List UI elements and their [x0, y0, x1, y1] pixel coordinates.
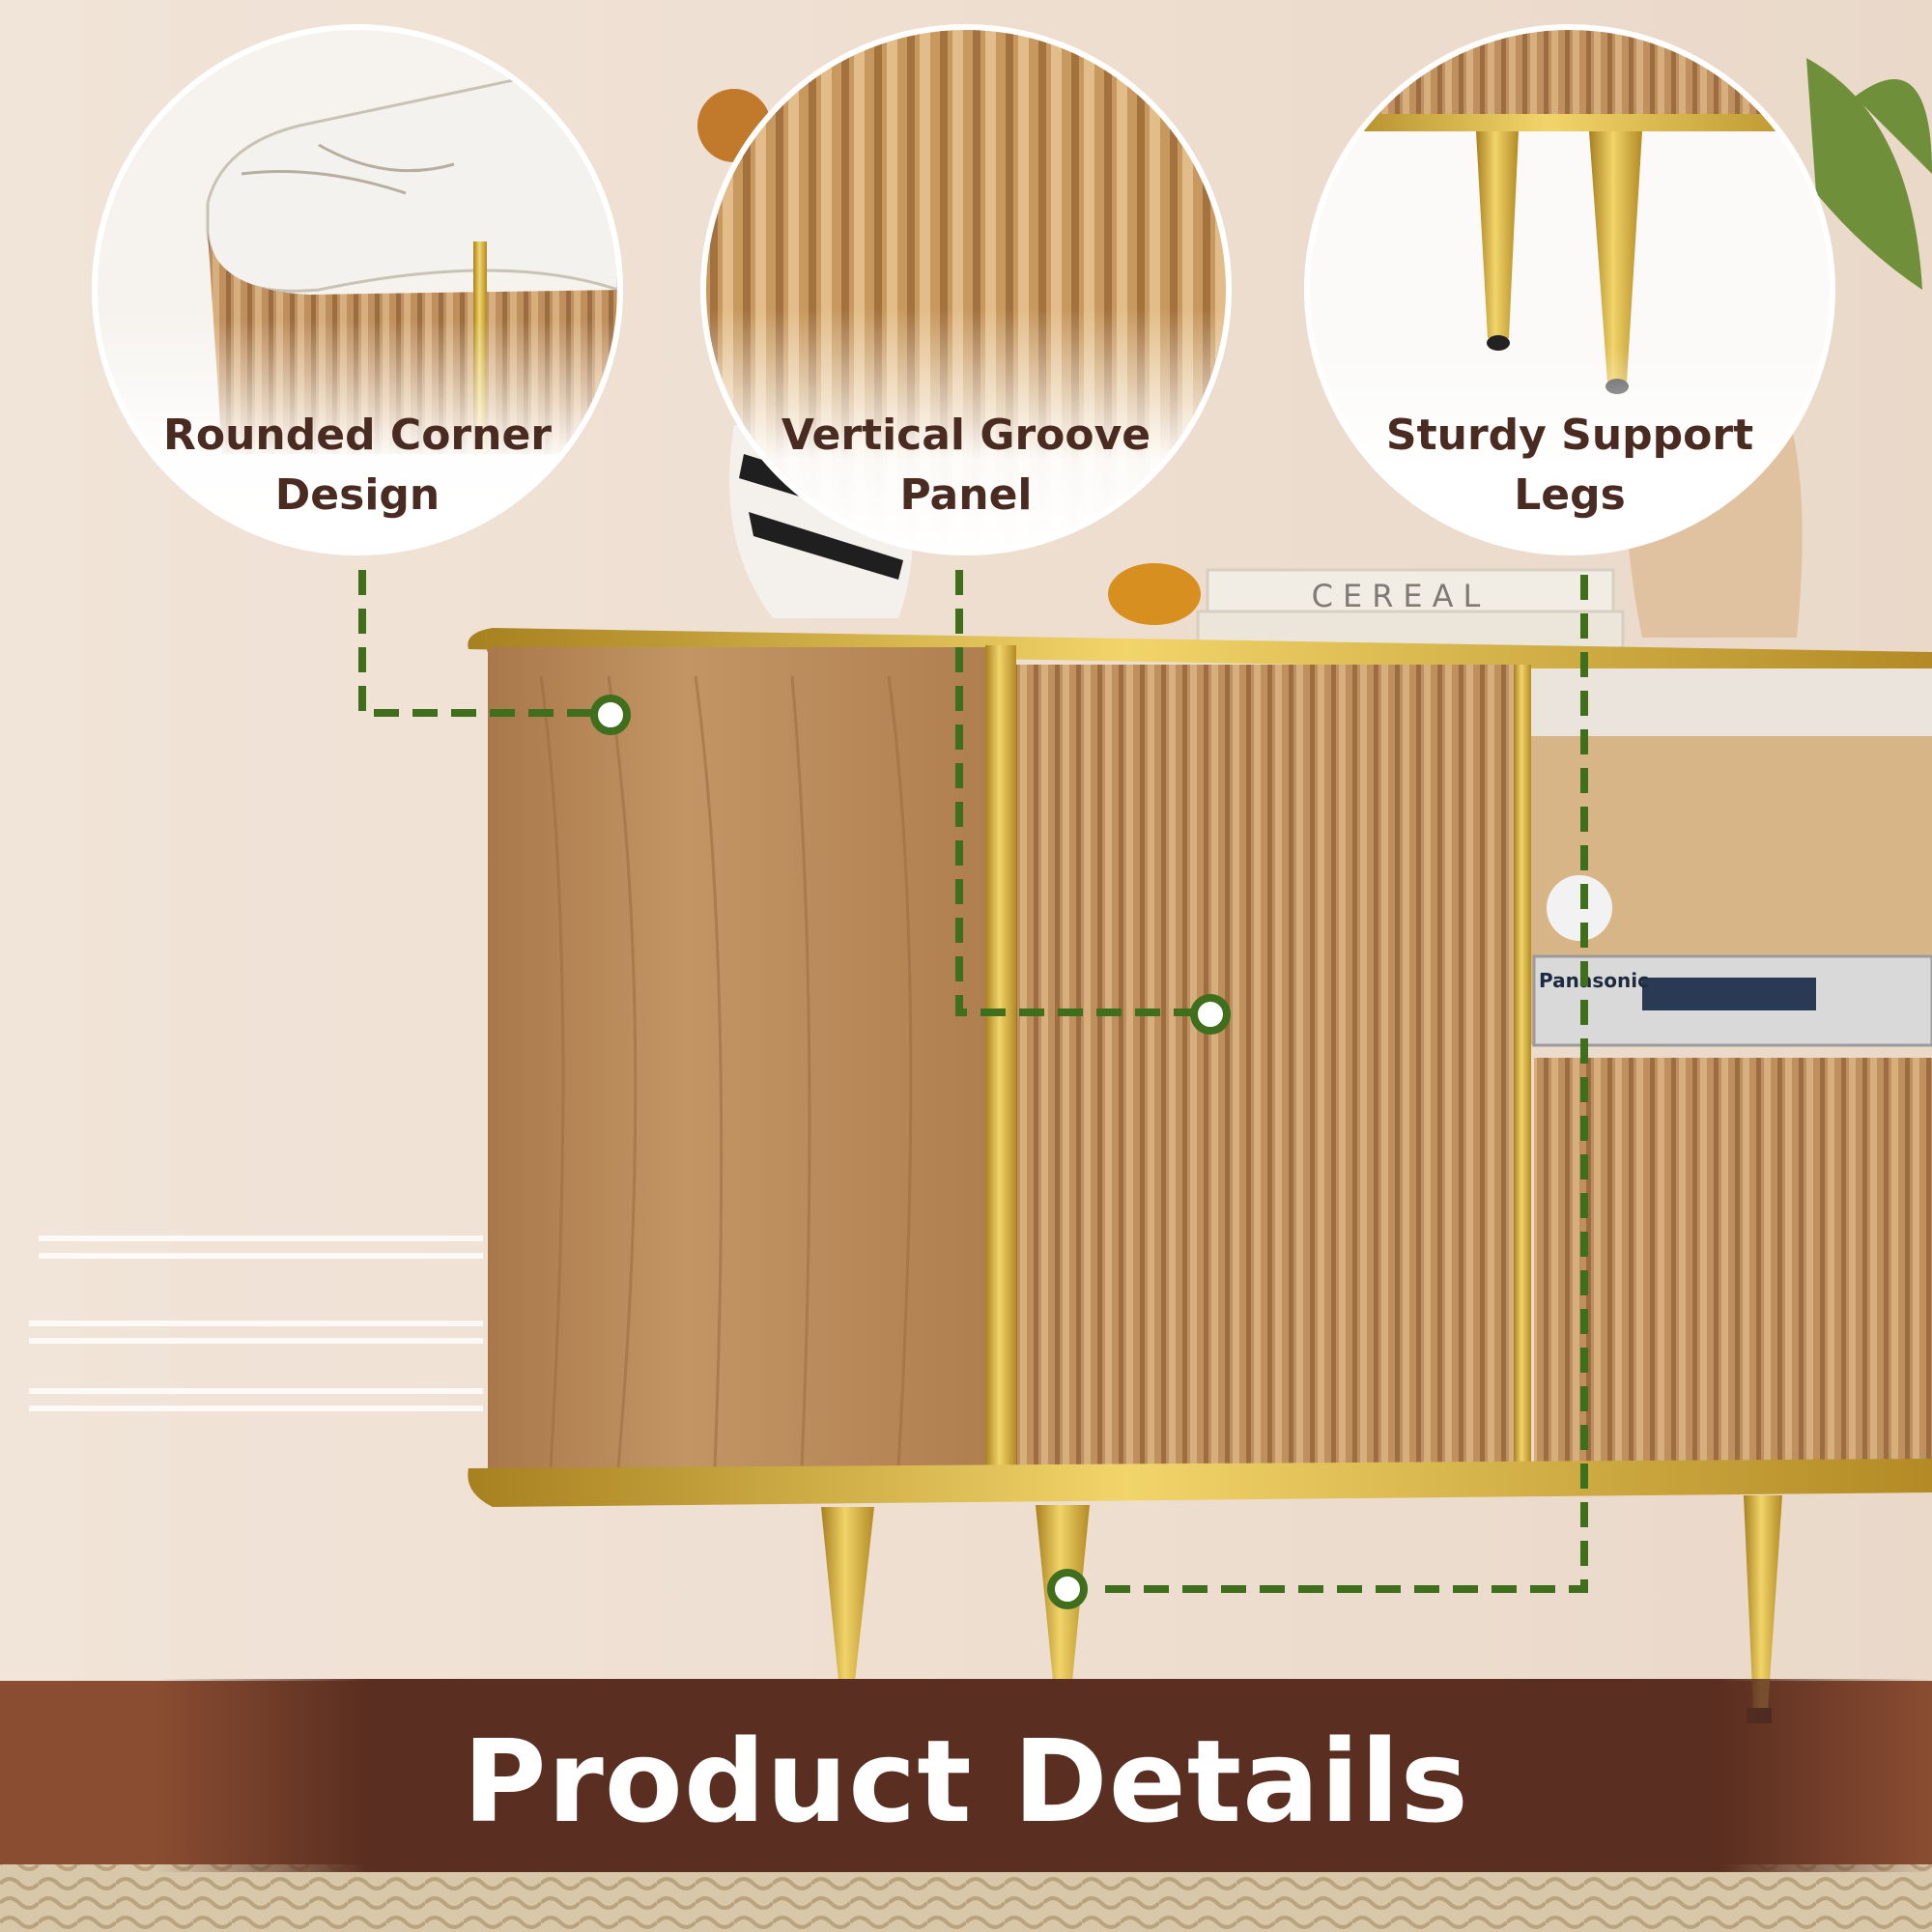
connector-lines	[358, 570, 1588, 1593]
callout-1-line-1: Rounded Corner	[163, 411, 552, 460]
callout-3-line-1: Sturdy Support	[1385, 411, 1754, 460]
book-stack	[1196, 568, 1625, 650]
plant-leaves	[1806, 58, 1932, 290]
endpoint-support-legs	[1047, 1569, 1088, 1609]
device-brand: Panasonic	[1539, 969, 1649, 992]
callout-circle-3	[1304, 24, 1835, 555]
callout-2-line-1: Vertical Groove	[781, 411, 1151, 460]
callout-1-line-2: Design	[274, 470, 440, 520]
wall-moulding	[29, 1236, 483, 1411]
title-banner	[155, 1679, 1932, 1872]
banner-title: Product Details	[463, 1715, 1469, 1848]
callout-circle-2	[700, 24, 1232, 555]
callout-3-line-2: Legs	[1514, 470, 1626, 520]
callout-label-rounded-corner: Rounded Corner Design	[145, 406, 570, 526]
callout-label-vertical-groove: Vertical Groove Panel	[753, 406, 1179, 526]
endpoint-rounded-corner	[590, 695, 631, 735]
book-spine-text: CEREAL	[1312, 578, 1491, 614]
endpoint-groove-panel	[1190, 994, 1231, 1035]
callout-2-line-2: Panel	[899, 470, 1033, 520]
orange-fruit	[1108, 563, 1201, 625]
rug	[0, 1864, 1932, 1932]
callout-circle-1	[92, 24, 623, 555]
callout-label-support-legs: Sturdy Support Legs	[1357, 406, 1782, 526]
connector-endpoints	[590, 695, 1231, 1609]
tv-cabinet: Panasonic	[468, 628, 1932, 1723]
